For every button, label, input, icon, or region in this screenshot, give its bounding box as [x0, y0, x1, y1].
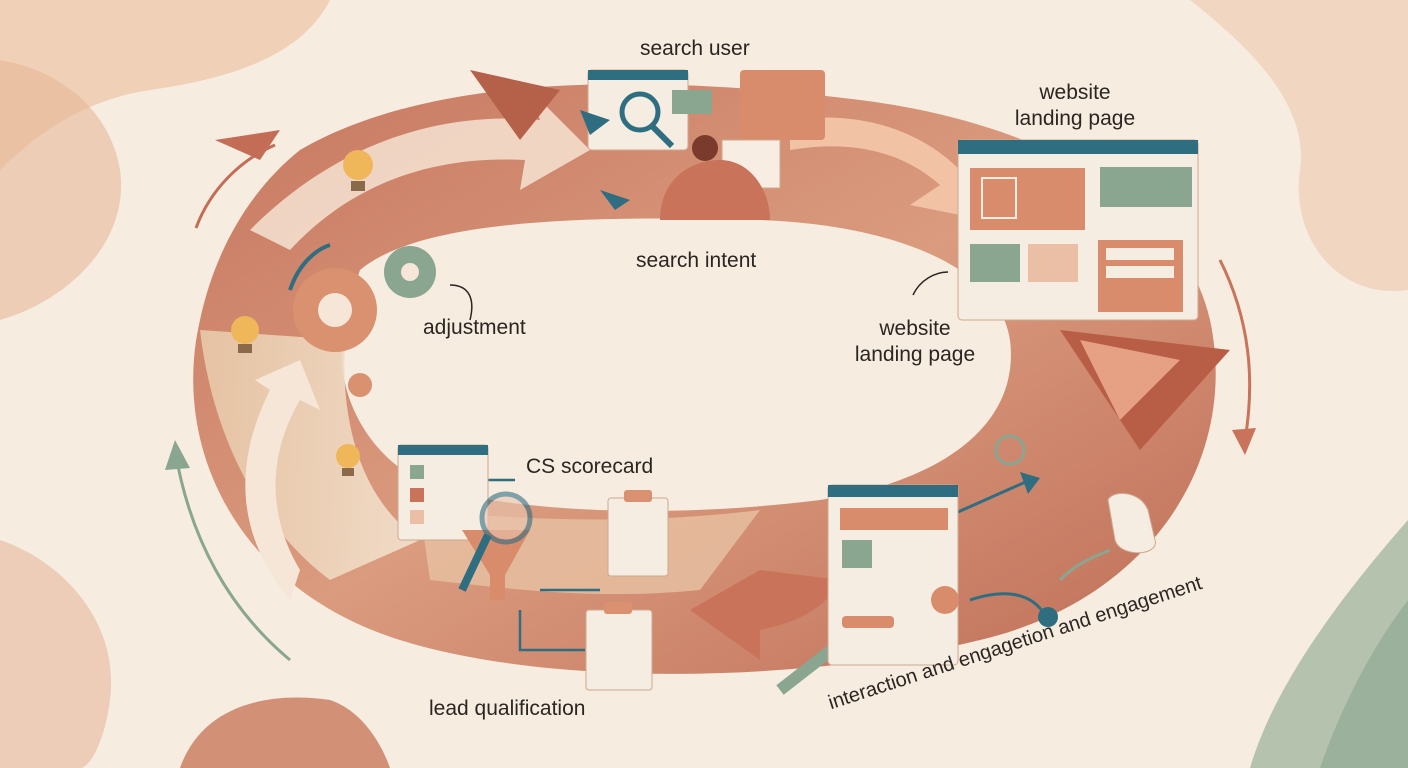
- flow-arrows: [165, 70, 1256, 695]
- hand-pointer-icon: [931, 586, 959, 614]
- person-icon: [660, 160, 770, 220]
- label-website-landing-top: website landing page: [1000, 80, 1150, 132]
- interaction-illustration: [827, 434, 1156, 666]
- label-search-user: search user: [640, 37, 750, 60]
- label-website-mid-line1: website: [879, 317, 951, 340]
- label-lead-qualification: lead qualification: [429, 697, 586, 720]
- mouse-icon: [1107, 492, 1156, 554]
- label-website-top-line2: landing page: [1014, 107, 1136, 130]
- label-search-intent: search intent: [636, 249, 757, 272]
- label-cs-scorecard: CS scorecard: [526, 455, 654, 478]
- label-website-landing-mid: website landing page: [840, 316, 990, 368]
- scorecard-illustration: [397, 444, 669, 691]
- adjustment-illustration: [231, 150, 436, 476]
- clipboard-icon: [607, 497, 669, 577]
- lightbulb-icon: [343, 150, 373, 180]
- label-adjustment: adjustment: [423, 316, 526, 339]
- search-user-illustration: [580, 69, 825, 220]
- magnifier-icon: [619, 91, 661, 133]
- website-browser: [957, 139, 1199, 321]
- label-website-top-line1: website: [1039, 81, 1111, 104]
- label-website-mid-line2: landing page: [854, 343, 976, 366]
